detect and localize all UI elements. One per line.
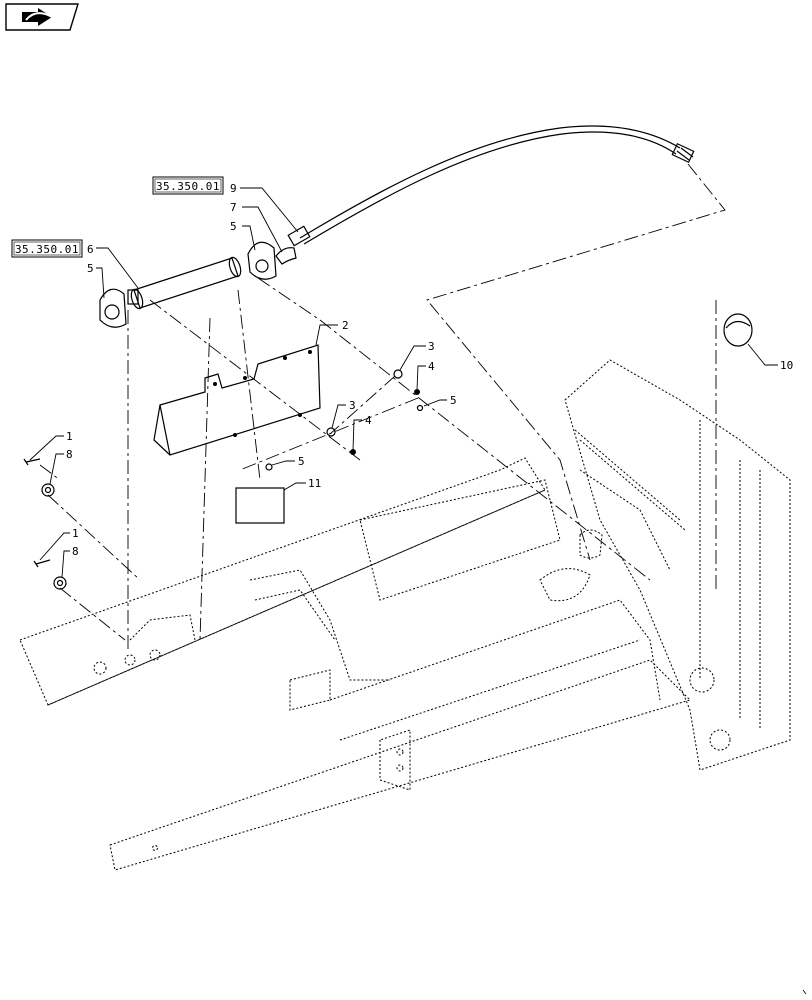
callout-leaders xyxy=(29,187,778,578)
callout-3: 3 xyxy=(349,399,356,412)
washer-nut-set-lower xyxy=(265,427,356,471)
reference-link-top[interactable]: 35.350.01 xyxy=(152,176,224,195)
callout-4: 4 xyxy=(428,360,435,373)
callout-5: 5 xyxy=(298,455,305,468)
callout-4: 4 xyxy=(365,414,372,427)
reference-link-left[interactable]: 35.350.01 xyxy=(11,239,83,258)
callout-10: 10 xyxy=(780,359,793,372)
callout-labels: 9 7 5 6 5 2 3 4 5 3 4 5 1 8 1 8 11 10 xyxy=(66,182,793,558)
back-arrow-icon[interactable] xyxy=(5,3,79,31)
protective-cap xyxy=(723,313,753,347)
callout-5: 5 xyxy=(230,220,237,233)
assembly-center-lines xyxy=(39,163,726,650)
bolt-lower xyxy=(33,559,67,590)
washer-nut-set-upper xyxy=(393,369,424,412)
hydraulic-hose xyxy=(287,125,695,247)
machine-frame xyxy=(19,359,791,871)
callout-1: 1 xyxy=(72,527,79,540)
mounting-bracket xyxy=(153,344,321,456)
callout-5: 5 xyxy=(450,394,457,407)
callout-11: 11 xyxy=(308,477,321,490)
callout-1: 1 xyxy=(66,430,73,443)
clamp-right xyxy=(247,241,277,280)
callout-9: 9 xyxy=(230,182,237,195)
reference-label: 35.350.01 xyxy=(15,243,79,256)
elbow-fitting xyxy=(275,247,297,265)
callout-5: 5 xyxy=(87,262,94,275)
bolt-upper xyxy=(23,458,55,497)
label-plate xyxy=(235,487,285,524)
clamp-left xyxy=(99,288,127,328)
callout-7: 7 xyxy=(230,201,237,214)
callout-3: 3 xyxy=(428,340,435,353)
callout-8: 8 xyxy=(66,448,73,461)
callout-6: 6 xyxy=(87,243,94,256)
corner-mark xyxy=(802,989,807,995)
callout-2: 2 xyxy=(342,319,349,332)
accumulator-cylinder xyxy=(127,256,242,310)
reference-label: 35.350.01 xyxy=(156,180,220,193)
callout-8: 8 xyxy=(72,545,79,558)
